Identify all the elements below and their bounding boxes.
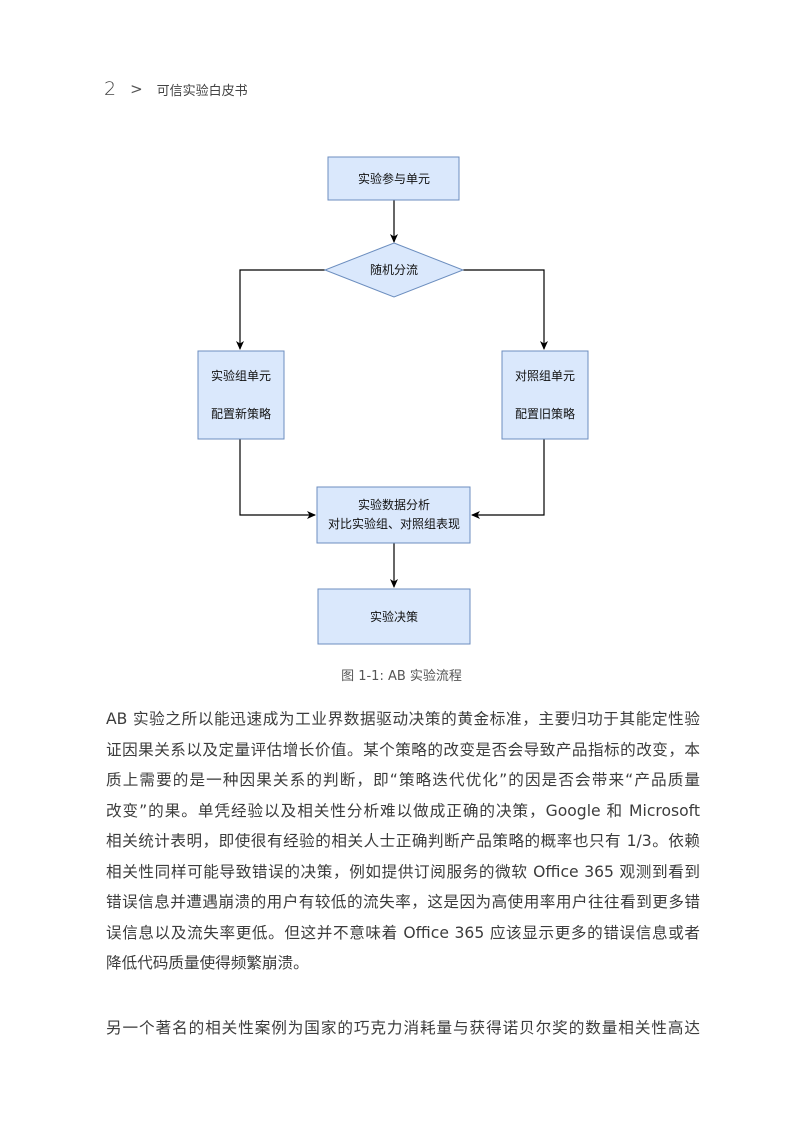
paragraph-1-line: 相关统计表明，即使很有经验的相关人士正确判断产品策略的概率也只有 1/3。依赖 — [106, 832, 700, 850]
book-title: 可信实验白皮书 — [156, 83, 248, 99]
node-participant-label: 实验参与单元 — [358, 171, 430, 186]
node-control: 对照组单元 配置旧策略 — [501, 350, 589, 440]
node-randomize-label: 随机分流 — [370, 262, 418, 277]
ab-test-flowchart: 实验参与单元 随机分流 实验组单元 配置新策略 对照组单元 配置旧策略 实验数据… — [197, 156, 589, 645]
node-treatment: 实验组单元 配置新策略 — [197, 350, 285, 440]
arrow-control-to-analysis — [471, 439, 545, 519]
node-control-unit-label: 对照组单元 — [515, 369, 575, 383]
node-treatment-strategy-label: 配置新策略 — [211, 406, 271, 421]
paragraph-1-line: 证因果关系以及定量评估增长价值。某个策略的改变是否会导致产品指标的改变，本 — [106, 740, 700, 759]
node-treatment-unit-label: 实验组单元 — [211, 368, 271, 383]
paragraph-1-line: 改变”的果。单凭经验以及相关性分析难以做成正确的决策，Google 和 Micr… — [106, 801, 700, 820]
node-analysis: 实验数据分析 对比实验组、对照组表现 — [316, 486, 471, 544]
paragraph-1-line: 相关性同样可能导致错误的决策，例如提供订阅服务的微软 Office 365 观测… — [106, 862, 700, 881]
node-decision-label: 实验决策 — [370, 609, 418, 624]
arrow-treatment-to-analysis — [239, 439, 316, 519]
page-number: 2 — [104, 78, 117, 100]
paragraph-1-line: 质上需要的是一种因果关系的判断，即“策略迭代优化”的因是否会带来“产品质量 — [106, 771, 700, 789]
figure-caption: 图 1-1: AB 实验流程 — [341, 669, 462, 684]
paragraph-1-line: 误信息以及流失率更低。但这并不意味着 Office 365 应该显示更多的错误信… — [106, 923, 700, 942]
node-analysis-line2: 对比实验组、对照组表现 — [328, 516, 460, 531]
node-decision: 实验决策 — [317, 588, 471, 645]
node-control-strategy-label: 配置旧策略 — [515, 406, 575, 421]
paragraph-1-line: 错误信息并遭遇崩溃的用户有较低的流失率，这是因为高使用率用户往往看到更多错 — [106, 893, 700, 911]
paragraph-1-line: 降低代码质量使得频繁崩溃。 — [106, 954, 309, 972]
node-participant: 实验参与单元 — [327, 156, 460, 201]
paragraph-2-line: 另一个著名的相关性案例为国家的巧克力消耗量与获得诺贝尔奖的数量相关性高达 — [106, 1019, 700, 1037]
paragraph-2: 另一个著名的相关性案例为国家的巧克力消耗量与获得诺贝尔奖的数量相关性高达 — [106, 1013, 700, 1044]
breadcrumb-separator: > — [130, 80, 143, 98]
page-header: 2 > 可信实验白皮书 — [104, 76, 248, 102]
paragraph-1-line: AB 实验之所以能迅速成为工业界数据驱动决策的黄金标准，主要归功于其能定性验 — [106, 710, 700, 728]
node-analysis-line1: 实验数据分析 — [358, 497, 430, 512]
arrow-randomize-to-control — [463, 269, 548, 350]
node-randomize: 随机分流 — [323, 242, 465, 298]
paragraph-1: AB 实验之所以能迅速成为工业界数据驱动决策的黄金标准，主要归功于其能定性验 证… — [106, 704, 700, 979]
arrow-randomize-to-treatment — [236, 269, 325, 350]
